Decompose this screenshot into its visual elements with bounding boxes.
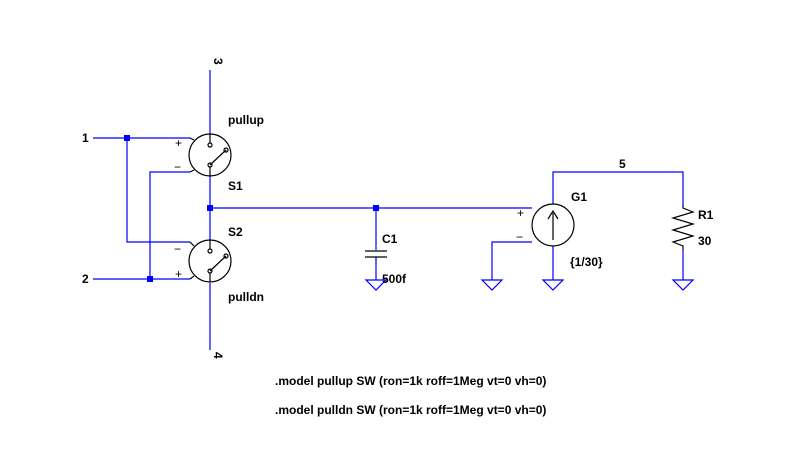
current-source-g1-value-label: {1/30}: [570, 255, 603, 269]
wire-g1-minus-to-ground: [491, 241, 532, 280]
wires: [93, 70, 684, 350]
switch-s2-model-label: pulldn: [228, 290, 264, 304]
switch-s2-blade: [209, 255, 227, 272]
resistor-r1-name-label: R1: [698, 208, 714, 222]
switch-s1-blade: [209, 149, 227, 166]
resistor-r1[interactable]: [670, 205, 696, 250]
switch-s1-name-label: S1: [228, 179, 243, 193]
switch-s1-contact-top: [207, 142, 213, 148]
switch-s2-minus-sign: −: [174, 242, 181, 256]
junctions: [124, 135, 379, 282]
switch-s2-contact-bottom: [207, 268, 213, 274]
switch-s2-ctrl-minus-lead: [189, 241, 195, 247]
junction-net1: [124, 135, 130, 141]
switch-s1[interactable]: + −: [174, 133, 232, 177]
spice-directive-pulldn[interactable]: .model pulldn SW (ron=1k roff=1Meg vt=0 …: [275, 403, 546, 417]
current-source-g1[interactable]: + −: [516, 203, 575, 247]
resistor-r1-value-label: 30: [698, 234, 712, 248]
switch-s2-ctrl-plus-lead: [189, 275, 195, 280]
switch-s2-name-label: S2: [228, 225, 243, 239]
net-label-3: 3: [211, 58, 225, 65]
ground-g1: [541, 279, 565, 291]
net-label-1: 1: [82, 131, 89, 145]
current-source-g1-arrow-head: [547, 209, 559, 220]
switch-s2[interactable]: − +: [174, 239, 232, 283]
capacitor-c1-value-label: 500f: [382, 272, 407, 286]
ground-r1: [671, 279, 695, 291]
switch-s1-plus-sign: +: [175, 136, 182, 150]
spice-directive-pullup[interactable]: .model pullup SW (ron=1k roff=1Meg vt=0 …: [275, 374, 546, 388]
current-source-g1-body: [531, 203, 575, 247]
wire-net2-to-s1-minus: [149, 171, 190, 279]
switch-s1-contact-open: [223, 147, 229, 153]
switch-s1-minus-sign: −: [174, 160, 181, 174]
switch-s2-plus-sign: +: [175, 267, 182, 281]
current-source-g1-plus-sign: +: [517, 206, 524, 220]
switch-s2-contact-open: [223, 253, 229, 259]
wire-g1-top-net5: [552, 171, 684, 205]
grounds: [364, 279, 695, 291]
resistor-r1-zigzag: [670, 205, 696, 250]
junction-c1-node: [373, 205, 379, 211]
net-label-5: 5: [619, 157, 626, 171]
net-label-4: 4: [211, 352, 225, 359]
current-source-g1-name-label: G1: [571, 190, 587, 204]
wire-net1-to-s2-minus: [126, 138, 190, 243]
capacitor-c1-name-label: C1: [382, 232, 398, 246]
current-source-g1-minus-sign: −: [516, 230, 523, 244]
switch-s1-ctrl-minus-lead: [189, 169, 195, 173]
switch-s1-ctrl-plus-lead: [189, 137, 195, 141]
ground-c1: [364, 279, 388, 291]
ground-g1-minus: [480, 279, 504, 291]
capacitor-c1[interactable]: [365, 250, 387, 258]
switch-s2-contact-top: [207, 248, 213, 254]
junction-net2: [147, 276, 153, 282]
switch-s1-model-label: pullup: [228, 113, 264, 127]
junction-output-node: [207, 205, 213, 211]
switch-s1-contact-bottom: [207, 162, 213, 168]
net-label-2: 2: [82, 272, 89, 286]
